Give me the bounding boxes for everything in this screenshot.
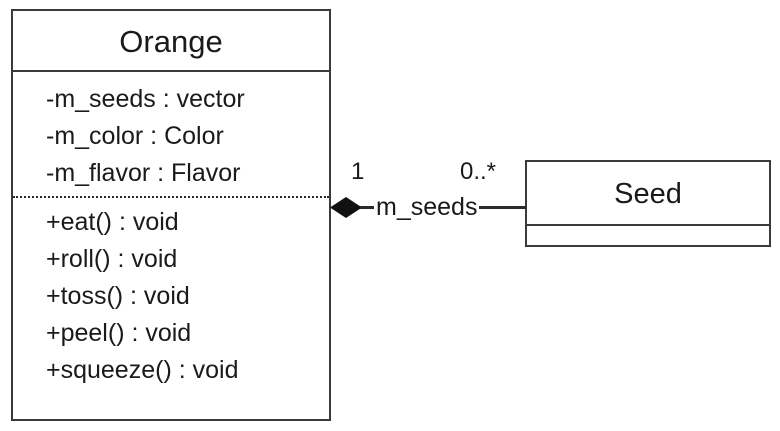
multiplicity-target: 0..* bbox=[460, 158, 497, 185]
attribute-row: -m_flavor : Flavor bbox=[46, 159, 241, 187]
association-line-segment bbox=[478, 206, 526, 209]
association-role-label: m_seeds bbox=[374, 192, 480, 222]
association-line-segment bbox=[360, 206, 376, 209]
operation-row: +peel() : void bbox=[46, 319, 192, 347]
attribute-row: -m_seeds : vector bbox=[46, 85, 245, 113]
operation-row: +toss() : void bbox=[46, 282, 190, 310]
class-name-seed: Seed bbox=[527, 162, 769, 226]
operation-row: +eat() : void bbox=[46, 208, 179, 236]
class-box-seed[interactable]: Seed bbox=[525, 160, 771, 247]
multiplicity-source: 1 bbox=[351, 158, 365, 185]
operations-compartment-orange: +eat() : void +roll() : void +toss() : v… bbox=[13, 196, 329, 393]
operation-row: +roll() : void bbox=[46, 245, 178, 273]
class-name-orange: Orange bbox=[13, 11, 329, 72]
attributes-compartment-orange: -m_seeds : vector -m_color : Color -m_fl… bbox=[13, 72, 329, 196]
class-box-orange[interactable]: Orange -m_seeds : vector -m_color : Colo… bbox=[11, 9, 331, 421]
operation-row: +squeeze() : void bbox=[46, 356, 239, 384]
attribute-row: -m_color : Color bbox=[46, 122, 224, 150]
attributes-compartment-seed bbox=[527, 226, 769, 247]
association-orange-seed[interactable]: m_seeds 1 0..* bbox=[329, 150, 529, 222]
filled-diamond-icon bbox=[330, 197, 362, 218]
